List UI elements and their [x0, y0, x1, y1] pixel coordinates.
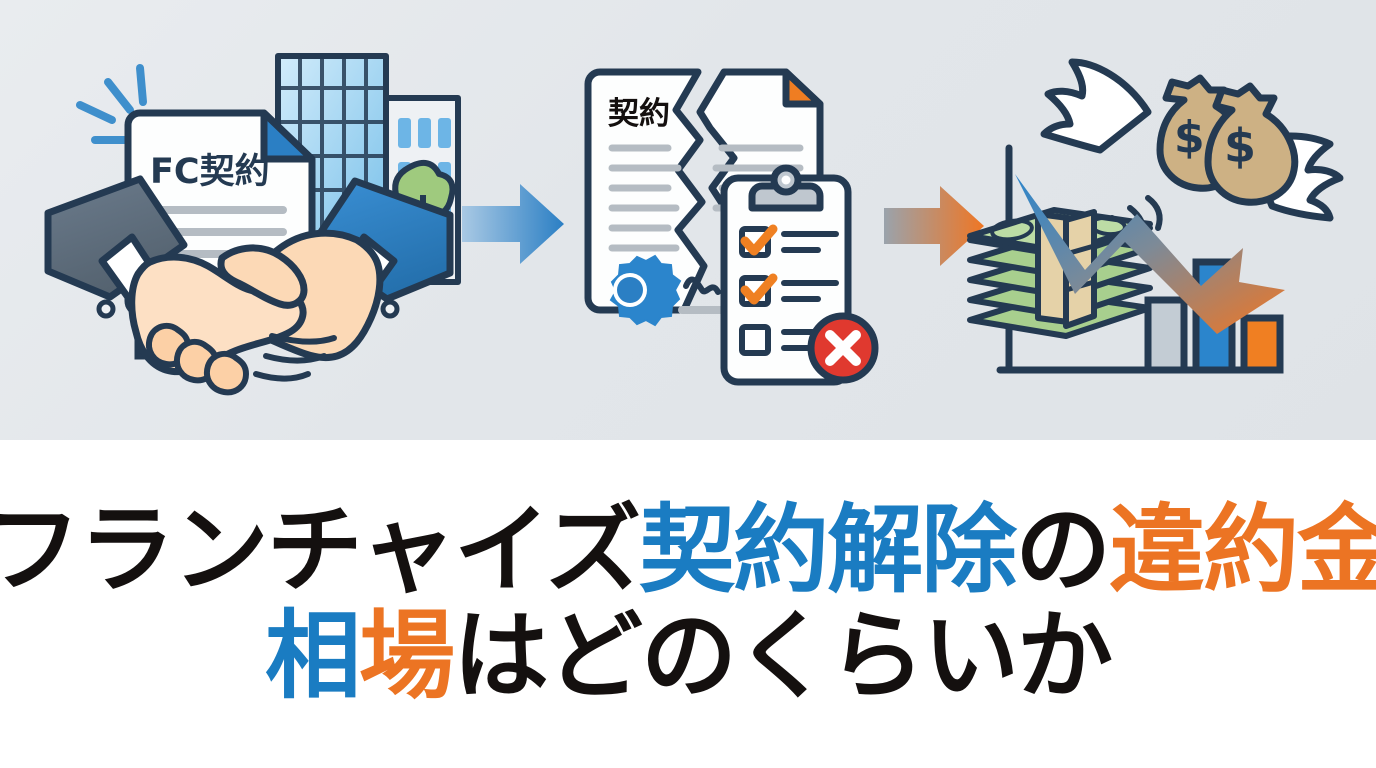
- title-band: フランチャイズ契約解除の違約金 相場はどのくらいか: [0, 440, 1376, 768]
- panel-contract-terminated: 契約: [584, 68, 879, 386]
- cash-stack-icon: [967, 207, 1153, 339]
- checklist-item-2: [739, 273, 839, 307]
- title-seg-market-1: 相: [265, 600, 361, 712]
- title-seg-market-2: 場: [359, 600, 455, 712]
- checklist-item-1: [739, 224, 839, 258]
- money-bag-symbol-1: $: [1174, 112, 1205, 163]
- money-bag-symbol-2: $: [1224, 119, 1256, 173]
- title-line-1: フランチャイズ契約解除の違約金: [0, 499, 1376, 602]
- title-seg-question: はどのくらいか: [453, 600, 1113, 712]
- bar-3: [1240, 314, 1284, 374]
- red-x-badge-icon: [807, 312, 879, 384]
- arrow-step-2-to-3-icon: [884, 186, 984, 266]
- title-seg-no: の: [1015, 494, 1111, 607]
- hero-illustration-svg: FC契約: [44, 53, 1344, 396]
- panel-franchise-agreement-signed: FC契約: [44, 53, 461, 396]
- arrow-step-1-to-2-icon: [462, 184, 564, 264]
- title-seg-franchise: フランチャイズ: [0, 494, 641, 607]
- title-line-2: 相場はどのくらいか: [265, 605, 1113, 708]
- fc-contract-label: FC契約: [150, 152, 270, 192]
- winged-money-bags-icon: $ $: [1040, 58, 1344, 222]
- signature-scribble: [683, 276, 721, 295]
- title-seg-penalty: 違約金: [1109, 494, 1376, 607]
- title-seg-contract-termination: 契約解除: [639, 494, 1017, 607]
- declining-trend-arrow-icon: [1015, 174, 1285, 334]
- torn-contract-left-half: 契約: [584, 68, 750, 327]
- panel-penalty-money-loss: $ $: [967, 58, 1344, 374]
- bar-1: [1144, 296, 1188, 374]
- blue-seal-icon: [609, 254, 682, 327]
- sparkle-lines-icon: [76, 64, 147, 144]
- hero-illustration-band: FC契約: [0, 0, 1376, 440]
- handshake-icon: [44, 175, 454, 396]
- torn-contract-label: 契約: [608, 96, 670, 132]
